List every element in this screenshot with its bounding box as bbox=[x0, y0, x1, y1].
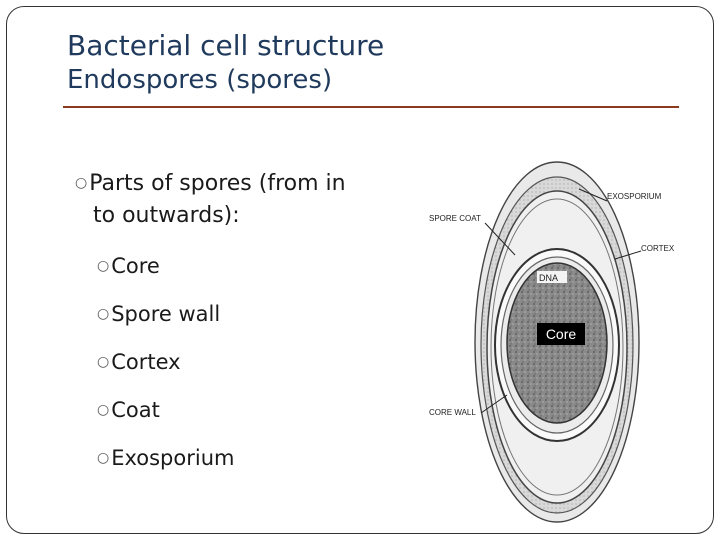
bullet-list: ○Parts of spores (from in to outwards): … bbox=[75, 167, 405, 472]
dna-label: DNA bbox=[539, 273, 558, 283]
bullet-main: ○Parts of spores (from in to outwards): bbox=[75, 167, 405, 232]
bullet-icon: ○ bbox=[75, 175, 88, 191]
bullet-item-label: Cortex bbox=[111, 350, 181, 374]
cortex-label: CORTEX bbox=[641, 244, 675, 253]
bullet-item-label: Exosporium bbox=[111, 446, 235, 470]
bullet-icon: ○ bbox=[97, 258, 110, 274]
exosporium-label: EXOSPORIUM bbox=[607, 192, 662, 201]
dna-label-bg bbox=[537, 271, 567, 283]
exosporium-pointer bbox=[578, 188, 608, 202]
bullet-item-exosporium: ○Exosporium bbox=[97, 444, 405, 472]
slide-subtitle: Endospores (spores) bbox=[67, 65, 333, 95]
bullet-item-core: ○Core bbox=[97, 252, 405, 280]
bullet-item-cortex: ○Cortex bbox=[97, 348, 405, 376]
core-wall-pointer bbox=[480, 394, 508, 414]
bullet-main-line2: to outwards): bbox=[93, 203, 240, 228]
bullet-icon: ○ bbox=[97, 450, 110, 466]
bullet-icon: ○ bbox=[97, 354, 110, 370]
bullet-icon: ○ bbox=[97, 402, 110, 418]
bullet-item-label: Coat bbox=[111, 398, 160, 422]
bullet-icon: ○ bbox=[97, 306, 110, 322]
core-label: Core bbox=[546, 326, 577, 342]
spore-coat-label: SPORE COAT bbox=[429, 214, 481, 223]
spore-diagram-svg: SPORE COAT EXOSPORIUM CORTEX DNA Core CO… bbox=[429, 161, 675, 523]
core-wall-label: CORE WALL bbox=[429, 408, 476, 417]
slide: Bacterial cell structure Endospores (spo… bbox=[6, 6, 714, 534]
coat-ring bbox=[490, 198, 624, 496]
bullet-item-label: Core bbox=[111, 254, 160, 278]
cortex-pointer bbox=[614, 250, 642, 260]
bullet-item-label: Spore wall bbox=[111, 302, 221, 326]
spore-coat-pointer bbox=[484, 222, 516, 256]
bullet-main-line1: Parts of spores (from in bbox=[89, 171, 346, 196]
spore-diagram: SPORE COAT EXOSPORIUM CORTEX DNA Core CO… bbox=[419, 147, 695, 529]
slide-title: Bacterial cell structure bbox=[67, 29, 385, 62]
title-divider bbox=[63, 106, 679, 108]
core-label-bg bbox=[537, 323, 585, 345]
bullet-item-coat: ○Coat bbox=[97, 396, 405, 424]
title-block: Bacterial cell structure Endospores (spo… bbox=[67, 29, 384, 97]
bullet-item-spore-wall: ○Spore wall bbox=[97, 300, 405, 328]
